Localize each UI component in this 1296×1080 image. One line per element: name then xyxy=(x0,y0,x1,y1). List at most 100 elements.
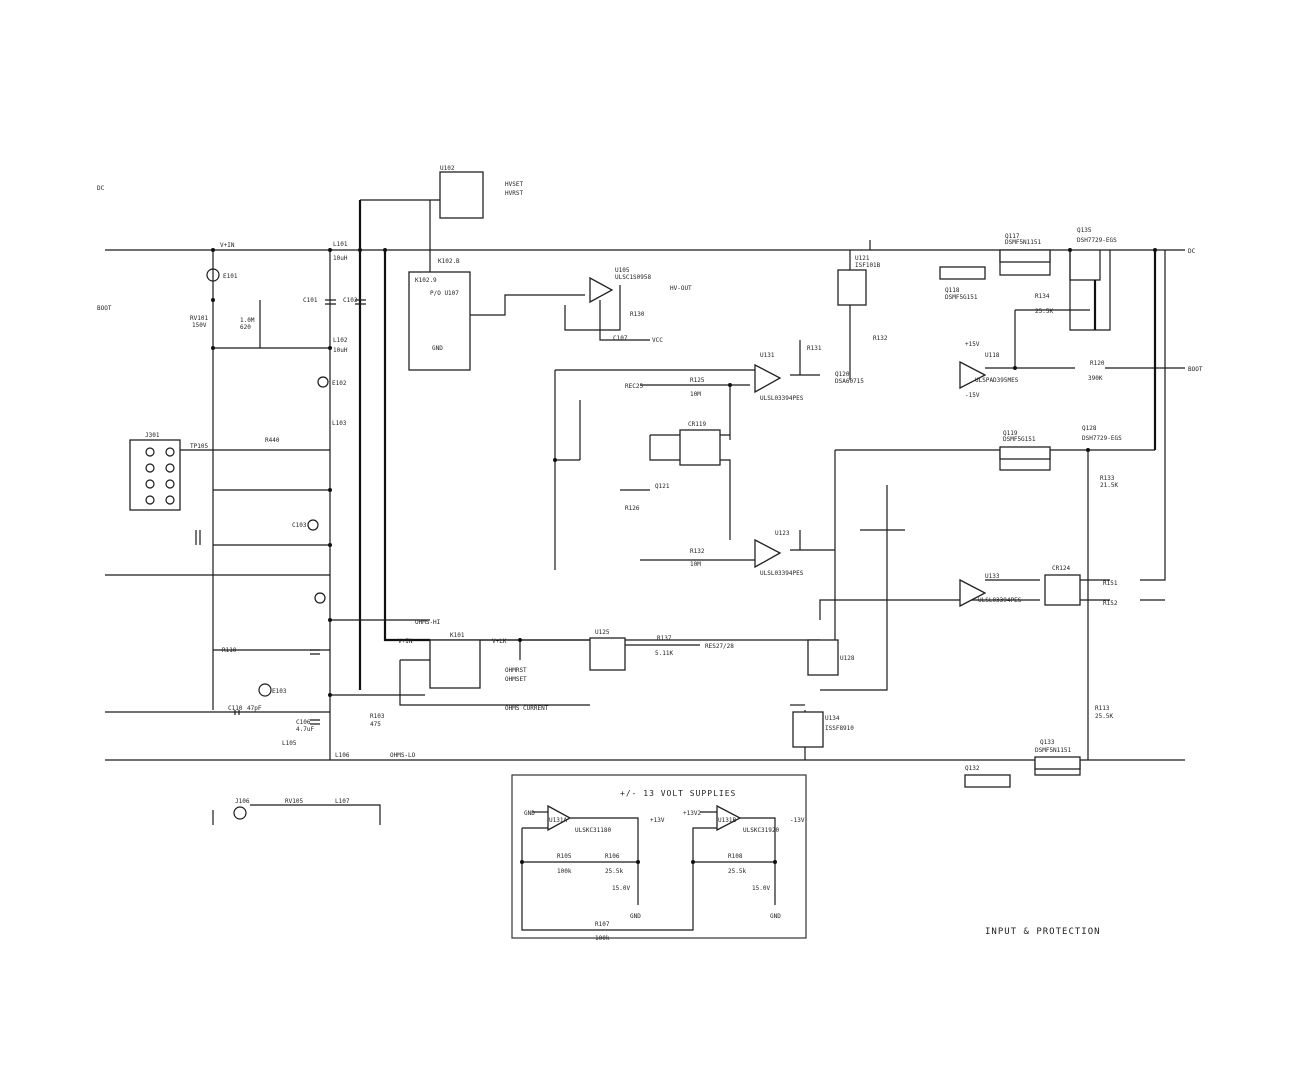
label-e101: E101 xyxy=(223,273,238,280)
switch-q132 xyxy=(964,774,1011,788)
supplies-title: +/- 13 VOLT SUPPLIES xyxy=(620,789,736,798)
label-r107: R107 xyxy=(595,921,610,928)
label-u131a-part: ULSKC31180 xyxy=(575,827,612,834)
label-r-val: 620 xyxy=(240,324,251,331)
label-q118-part: DSMF5G151 xyxy=(945,294,978,301)
spark-gap-e102 xyxy=(317,376,329,388)
relay-u134 xyxy=(792,711,824,748)
relay-u121 xyxy=(837,269,867,306)
label-vin-2: V+IN xyxy=(398,638,413,645)
label-u134: U134 xyxy=(825,715,840,722)
label-gnd-supply: GND xyxy=(524,810,535,817)
label-u133: U133 xyxy=(985,573,1000,580)
label-r125-val: 10M xyxy=(690,391,701,398)
label-r103: R103 xyxy=(370,713,385,720)
label-r106-val: 25.5k xyxy=(605,868,623,875)
label-u131a: U131A xyxy=(549,817,567,824)
switch-q133 xyxy=(1034,756,1081,770)
label-q128: Q128 xyxy=(1082,425,1097,432)
label-r108-val: 25.5k xyxy=(728,868,746,875)
label-l103: L103 xyxy=(332,420,347,427)
switch-q118 xyxy=(939,266,986,280)
label-u125: U125 xyxy=(595,629,610,636)
label-j106: J106 xyxy=(235,798,250,805)
label-c103: C103 xyxy=(292,522,307,529)
label-r110: R110 xyxy=(222,647,237,654)
label-r132: R132 xyxy=(873,335,888,342)
label-m13v: -13V xyxy=(790,817,805,824)
label-r108: R108 xyxy=(728,853,743,860)
label-l101-val: 10uH xyxy=(333,255,348,262)
label-u133-part: ULSL03394PES xyxy=(978,597,1022,604)
opamp-u105 xyxy=(589,276,614,304)
label-q120-part: DSA60715 xyxy=(835,378,864,385)
label-l106: L106 xyxy=(335,752,350,759)
label-u131b: U131B xyxy=(718,817,736,824)
label-q118: Q118 xyxy=(945,287,960,294)
label-gnd: GND xyxy=(432,345,443,352)
label-c106-val: 4.7uF xyxy=(296,726,314,733)
switch-q119 xyxy=(999,446,1051,460)
ic-u102 xyxy=(439,171,484,219)
label-c107: C107 xyxy=(613,335,628,342)
label-r133-val: 21.5K xyxy=(1100,482,1118,489)
label-e102: E102 xyxy=(332,380,347,387)
label-c110: C110 xyxy=(228,705,243,712)
label-rv105: RV105 xyxy=(285,798,303,805)
label-r105-val: 100k xyxy=(557,868,572,875)
label-q120: Q120 xyxy=(835,371,850,378)
opamp-u131 xyxy=(754,363,782,394)
label-r134-val: 25.5K xyxy=(1035,308,1053,315)
label-l101: L101 xyxy=(333,241,348,248)
label-e103: E103 xyxy=(272,688,287,695)
label-r134: R134 xyxy=(1035,293,1050,300)
label-r126: R126 xyxy=(625,505,640,512)
label-boot-right: BOOT xyxy=(1188,366,1203,373)
label-u105-part: ULSC1S0958 xyxy=(615,274,652,281)
label-r103-val: 475 xyxy=(370,721,381,728)
opamp-u131b xyxy=(716,804,742,832)
label-u105: U105 xyxy=(615,267,630,274)
label-r133: R133 xyxy=(1100,475,1115,482)
components xyxy=(129,171,1081,832)
label-u131-part: ULSL03394PES xyxy=(760,395,804,402)
label-u131b-part: ULSKC31920 xyxy=(743,827,780,834)
label-ref: REC25 xyxy=(625,383,643,390)
switch-q117 xyxy=(999,249,1051,263)
label-k102: K102.9 xyxy=(415,277,437,284)
opamp-u123 xyxy=(754,538,782,569)
label-r113-val: 25.5K xyxy=(1095,713,1113,720)
connector-j301 xyxy=(129,439,181,511)
label-ohmset: OHMSET xyxy=(505,676,527,683)
label-dc-right: DC xyxy=(1188,248,1196,255)
label-ohmrst: OHMRST xyxy=(505,667,527,674)
label-p15v: +15V xyxy=(965,341,980,348)
label-q135-part: DSH7729-EGS xyxy=(1077,237,1117,244)
label-vcc: VCC xyxy=(652,337,663,344)
label-r137: R137 xyxy=(657,635,672,642)
labels: V+IN E101 RV101 150V 1.0M 620 L101 10uH … xyxy=(97,165,1203,942)
opamp-u118 xyxy=(959,360,987,390)
label-u118-part: ULSPAD395MES xyxy=(975,377,1019,384)
label-u121: U121 xyxy=(855,255,870,262)
supplies-wires xyxy=(520,811,777,931)
label-ohms-lo: OHMS-LO xyxy=(390,752,416,759)
wires xyxy=(105,199,1185,825)
label-r107-val: 100k xyxy=(595,935,610,942)
label-cr119: CR119 xyxy=(688,421,706,428)
label-r131: R131 xyxy=(807,345,822,352)
label-q133-part: DSMF5N1151 xyxy=(1035,747,1072,754)
diode-bridge-cr119 xyxy=(679,429,721,466)
label-vr2: 15.0V xyxy=(752,885,770,892)
label-u123-part: ULSL03394PES xyxy=(760,570,804,577)
label-r: 1.0M xyxy=(240,317,255,324)
label-dc-left: DC xyxy=(97,185,105,192)
label-q117: Q117 xyxy=(1005,233,1020,240)
relay-u128 xyxy=(807,639,839,676)
label-q128-part: DSH7729-EGS xyxy=(1082,435,1122,442)
label-vr1: 15.0V xyxy=(612,885,630,892)
label-u102: U102 xyxy=(440,165,455,172)
opamp-u133 xyxy=(959,578,987,608)
label-m15v: -15V xyxy=(965,392,980,399)
diode-bridge-cr124 xyxy=(1044,574,1081,606)
